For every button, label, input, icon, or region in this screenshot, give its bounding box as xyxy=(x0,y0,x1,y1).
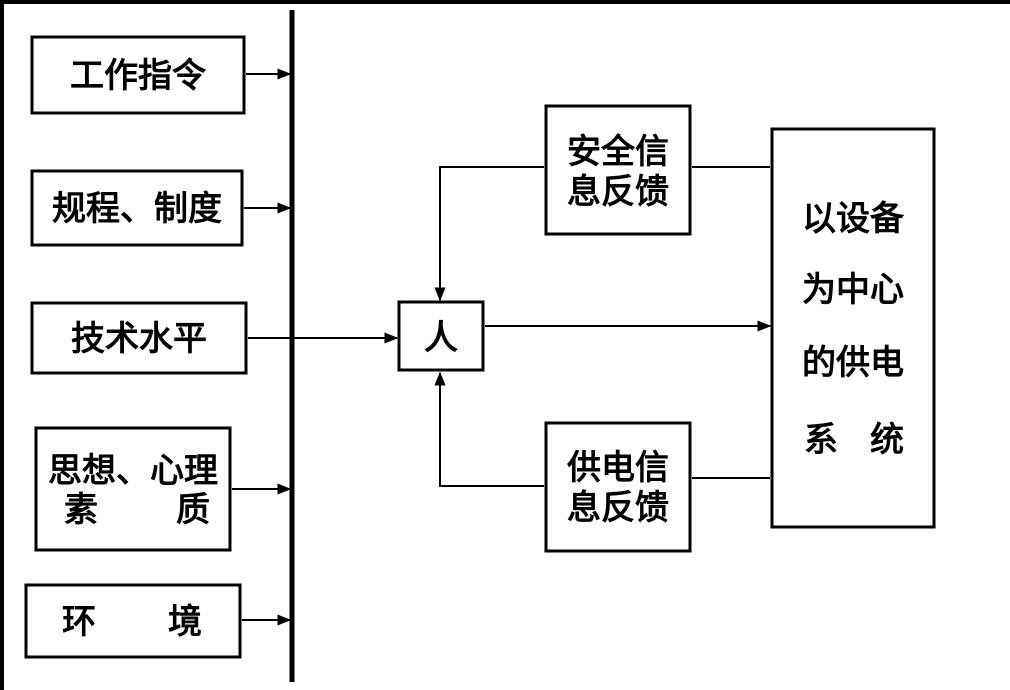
supply-feedback-line1: 供电信 xyxy=(566,448,669,488)
person-label: 人 xyxy=(424,318,458,358)
power-system-line3: 的供电 xyxy=(802,343,904,383)
input-mental-quality: 思想、心理 素 质 xyxy=(34,426,232,552)
input-work-instruction-label: 工作指令 xyxy=(70,56,207,96)
input-skill-level: 技术水平 xyxy=(30,301,248,375)
power-system-node: 以设备 为中心 的供电 系 统 xyxy=(770,127,936,529)
safety-feedback-node: 安全信 息反馈 xyxy=(544,104,692,236)
input-work-instruction: 工作指令 xyxy=(30,35,246,115)
supply-feedback-line2: 息反馈 xyxy=(567,488,669,528)
input-environment-label-a: 环 xyxy=(62,602,96,642)
input-environment-label-b: 境 xyxy=(168,602,202,642)
safety-feedback-line2: 息反馈 xyxy=(567,172,669,212)
supply-feedback-node: 供电信 息反馈 xyxy=(544,421,692,553)
input-rules-system-label: 规程、制度 xyxy=(52,189,222,229)
power-system-line4-a: 系 xyxy=(804,420,838,460)
input-mental-quality-line2-a: 素 xyxy=(64,490,98,530)
arrow-safety-to-person xyxy=(434,166,544,302)
person-node: 人 xyxy=(397,300,485,372)
input-environment: 环 境 xyxy=(24,583,242,659)
safety-feedback-line1: 安全信 xyxy=(567,132,669,172)
power-system-line1: 以设备 xyxy=(802,199,905,239)
input-mental-quality-line1: 思想、心理 xyxy=(48,451,218,491)
power-system-line4-b: 统 xyxy=(870,420,904,460)
power-system-line2: 为中心 xyxy=(802,270,904,310)
input-rules-system: 规程、制度 xyxy=(30,169,244,247)
input-skill-level-label: 技术水平 xyxy=(71,319,207,359)
input-mental-quality-line2-b: 质 xyxy=(176,490,210,530)
arrow-supply-to-person xyxy=(434,371,544,487)
